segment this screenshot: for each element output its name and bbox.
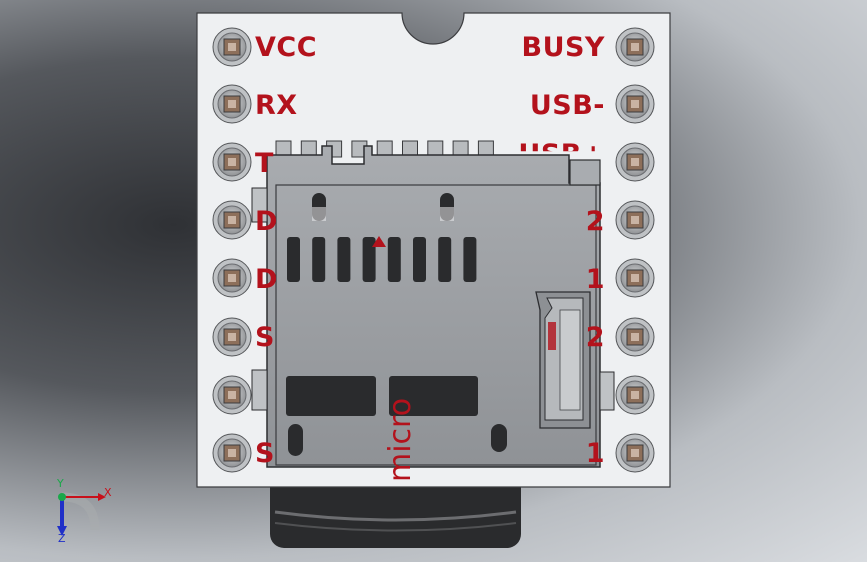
- contact-slots: [287, 237, 477, 282]
- label-right-5: 1: [585, 264, 605, 295]
- contact-slot-5: [387, 237, 401, 282]
- label-left-8: S: [255, 438, 275, 469]
- pad-right-3: [615, 142, 655, 182]
- label-usb-minus: USB-: [529, 90, 605, 121]
- contact-slot-7: [438, 237, 452, 282]
- pad-left-6: [212, 317, 252, 357]
- pad-right-7: [615, 375, 655, 415]
- pad-left-1: [212, 27, 252, 67]
- triad-y-label: Y: [57, 477, 64, 490]
- axis-triad: [57, 492, 106, 536]
- pad-right-4: [615, 200, 655, 240]
- pad-right-1: [615, 27, 655, 67]
- contact-slot-1: [287, 237, 300, 282]
- label-busy: BUSY: [521, 32, 605, 63]
- contact-slot-2: [312, 237, 326, 282]
- pad-right-6: [615, 317, 655, 357]
- label-right-8: 1: [585, 438, 605, 469]
- pad-left-5: [212, 258, 252, 298]
- label-right-6: 2: [585, 322, 605, 353]
- contact-slot-3: [337, 237, 351, 282]
- label-vcc: VCC: [255, 32, 318, 63]
- sd-socket-shell: [251, 145, 615, 468]
- pad-right-5: [615, 258, 655, 298]
- label-rx: RX: [255, 90, 298, 121]
- label-left-3: T: [255, 148, 274, 179]
- micro-card-text: micro: [383, 398, 418, 482]
- pad-left-7: [212, 375, 252, 415]
- contact-slot-4: [362, 237, 376, 282]
- pad-right-2: [615, 84, 655, 124]
- triad-z-label: Z: [58, 532, 66, 545]
- triad-x-label: X: [104, 486, 112, 499]
- pad-left-3: [212, 142, 252, 182]
- left-pin-pads: [212, 27, 252, 473]
- label-left-5: D: [255, 264, 278, 295]
- pad-left-8: [212, 433, 252, 473]
- right-pin-pads: [615, 27, 655, 473]
- pad-left-4: [212, 200, 252, 240]
- pad-left-2: [212, 84, 252, 124]
- label-right-4: 2: [585, 206, 605, 237]
- label-left-4: D: [255, 206, 278, 237]
- contact-slot-8: [463, 237, 477, 282]
- label-usb-plus: USB+: [518, 141, 605, 151]
- pad-right-8: [615, 433, 655, 473]
- contact-slot-6: [413, 237, 426, 282]
- label-left-6: S: [255, 322, 275, 353]
